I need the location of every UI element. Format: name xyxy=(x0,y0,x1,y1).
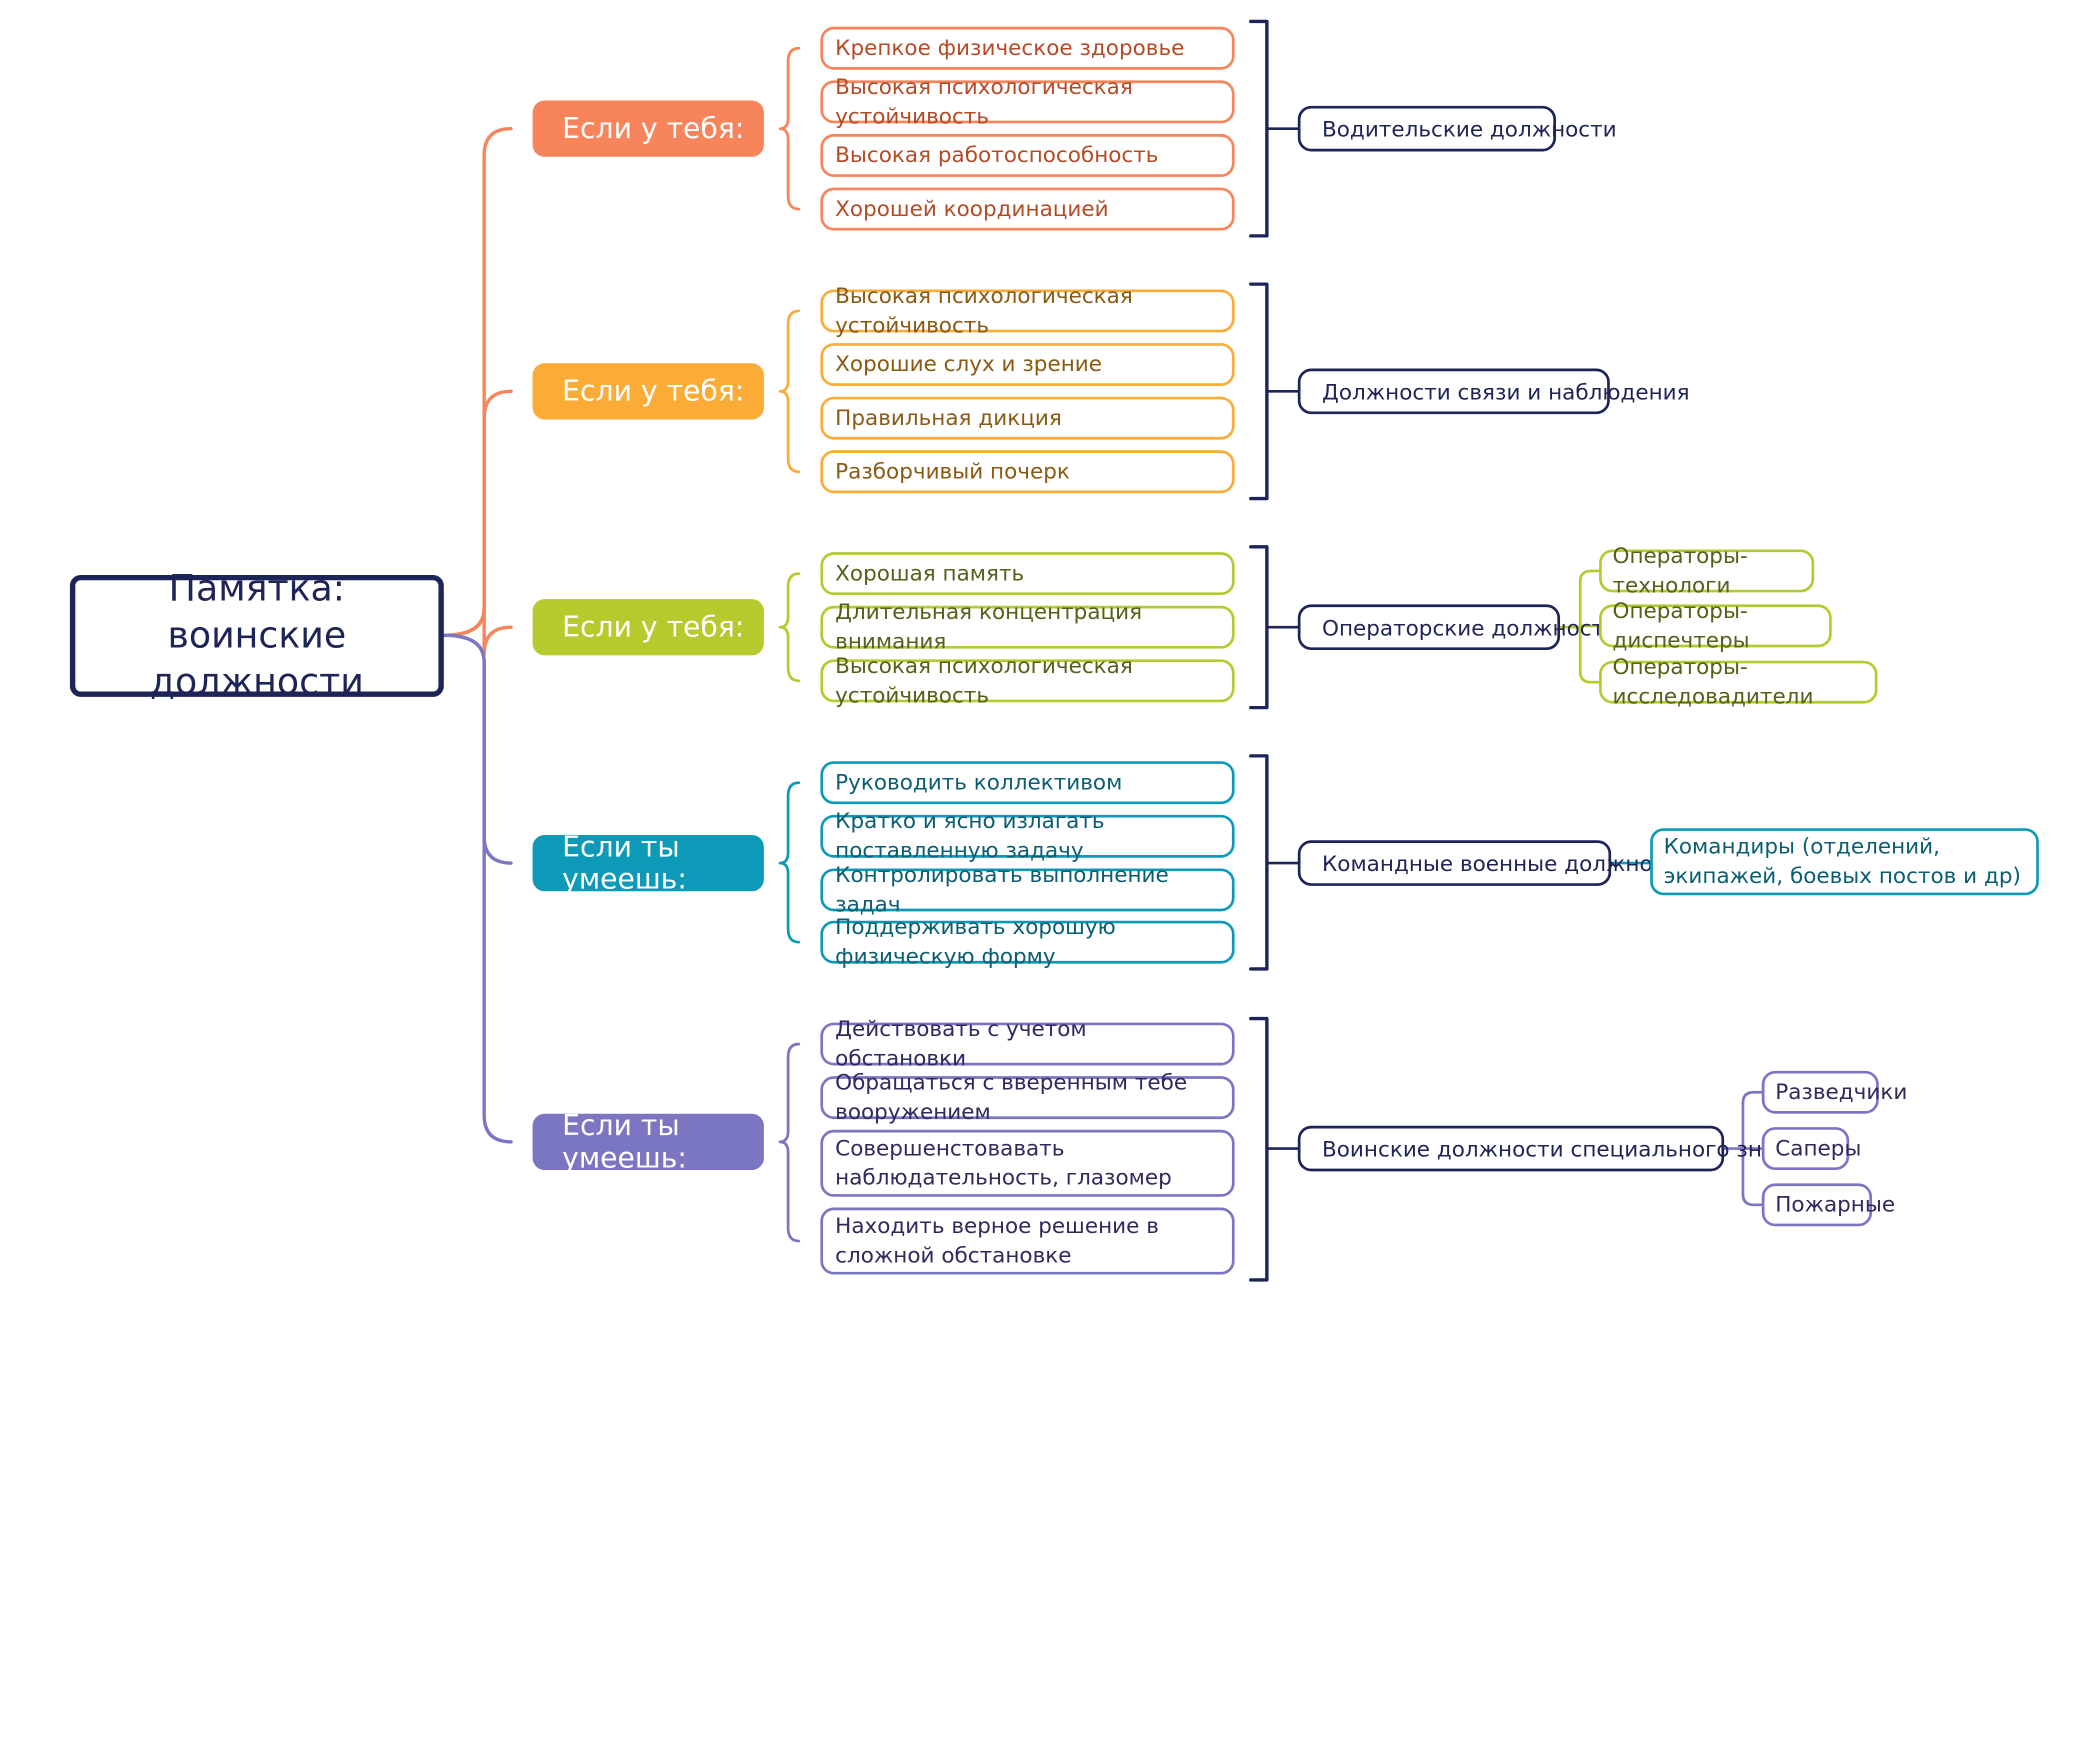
branch-1-category[interactable]: Если у тебя: xyxy=(532,100,764,157)
branch-3-position-label: Операторские должности xyxy=(1322,614,1619,640)
branch-1-item[interactable]: Высокая работоспособность xyxy=(820,134,1235,177)
connector-lines xyxy=(442,19,1764,1282)
branch-5-position-label: Воинские должности специального значения xyxy=(1322,1135,1843,1162)
branch-2-item-label: Разборчивый почерк xyxy=(835,458,1070,485)
branch-4-item-label: Контролировать выполнение задач xyxy=(835,862,1169,917)
branch-1-position-label: Водительские должности xyxy=(1322,115,1617,142)
branch-1-category-label: Если у тебя: xyxy=(562,112,745,145)
branch-2-item[interactable]: Разборчивый почерк xyxy=(820,450,1235,494)
branch-2-item[interactable]: Высокая психологическая устойчивость xyxy=(820,283,1235,338)
branch-4-subposition-label: Командиры (отделений, экипажей, боевых п… xyxy=(1663,833,2021,889)
branch-3-subposition[interactable]: Операторы-диспечтеры xyxy=(1599,597,1832,653)
branch-1-item-label: Высокая работоспособность xyxy=(835,142,1159,168)
branch-3-item-label: Хорошая память xyxy=(835,560,1025,586)
branch-3-item-label: Высокая психологическая устойчивость xyxy=(835,653,1133,708)
branch-5-category[interactable]: Если ты умеешь: xyxy=(532,1110,764,1174)
branch-3-item[interactable]: Длительная концентрация внимания xyxy=(820,600,1235,654)
branch-3-item-label: Длительная концентрация внимания xyxy=(835,599,1143,655)
branch-5-item[interactable]: Действовать с учетом обстановки xyxy=(820,1016,1235,1071)
branch-5-item-label: Находить верное решение в сложной обстан… xyxy=(835,1213,1159,1268)
branch-2-position-label: Должности связи и наблюдения xyxy=(1322,378,1690,405)
branch-1-position[interactable]: Водительские должности xyxy=(1297,105,1617,152)
branch-1-item[interactable]: Высокая психологическая устойчивость xyxy=(820,74,1235,129)
branch-5-subposition-label: Пожарные xyxy=(1775,1191,1896,1217)
branch-4-category-label: Если ты умеешь: xyxy=(562,830,687,896)
branch-4-item[interactable]: Кратко и ясно излагать поставленную зада… xyxy=(820,809,1235,863)
branch-5-position[interactable]: Воинские должности специального значения xyxy=(1297,1125,1842,1172)
branch-3-subposition-label: Операторы-технологи xyxy=(1612,542,1748,598)
root-node[interactable]: Памятка: воинские должности xyxy=(69,568,444,704)
branch-4-position[interactable]: Командные военные должности xyxy=(1297,840,1691,886)
branch-4-category[interactable]: Если ты умеешь: xyxy=(532,831,764,895)
branch-5-item[interactable]: Совершенстовавать наблюдательность, глаз… xyxy=(820,1129,1235,1197)
branch-4-item-label: Кратко и ясно излагать поставленную зада… xyxy=(835,808,1105,864)
branch-2-item-label: Высокая психологическая устойчивость xyxy=(835,283,1133,338)
branch-5-item[interactable]: Обращаться с вверенным тебе вооружением xyxy=(820,1070,1235,1124)
branch-4-item[interactable]: Руководить коллективом xyxy=(820,761,1235,805)
branch-4-item[interactable]: Контролировать выполнение задач xyxy=(820,862,1235,917)
branch-5-item-label: Обращаться с вверенным тебе вооружением xyxy=(835,1070,1188,1125)
branch-4-item-label: Руководить коллективом xyxy=(835,769,1123,796)
branch-3-category-label: Если у тебя: xyxy=(562,611,745,644)
branch-5-subposition-label: Разведчики xyxy=(1775,1078,1908,1105)
root-title: Памятка: воинские должности xyxy=(149,568,364,704)
branch-1-item-label: Крепкое физическое здоровье xyxy=(835,35,1185,61)
branch-4-item[interactable]: Поддерживать хорошую физическую форму xyxy=(820,915,1235,969)
branch-3-item[interactable]: Хорошая память xyxy=(820,552,1235,596)
branch-1-item[interactable]: Хорошей координацией xyxy=(820,187,1235,231)
branch-3-position[interactable]: Операторские должности xyxy=(1297,604,1618,650)
branch-5-subposition[interactable]: Разведчики xyxy=(1761,1070,1907,1114)
branch-3-subposition[interactable]: Операторы-технологи xyxy=(1599,542,1815,598)
branch-2-item-label: Правильная дикция xyxy=(835,405,1062,431)
branch-5-subposition-label: Саперы xyxy=(1775,1134,1862,1161)
branch-3-category[interactable]: Если у тебя: xyxy=(532,599,764,656)
branch-2-category-label: Если у тебя: xyxy=(562,375,745,408)
branch-5-subposition[interactable]: Пожарные xyxy=(1761,1183,1895,1227)
branch-5-subposition[interactable]: Саперы xyxy=(1761,1127,1861,1170)
branch-2-item[interactable]: Правильная дикция xyxy=(820,396,1235,440)
branch-4-subposition[interactable]: Командиры (отделений, экипажей, боевых п… xyxy=(1650,828,2039,896)
branch-2-item-label: Хорошие слух и зрение xyxy=(835,351,1102,377)
branch-3-subposition-label: Операторы-исследовадители xyxy=(1612,653,1814,709)
branch-5-category-label: Если ты умеешь: xyxy=(562,1109,687,1175)
branch-2-position[interactable]: Должности связи и наблюдения xyxy=(1297,368,1690,415)
branch-2-item[interactable]: Хорошие слух и зрение xyxy=(820,343,1235,386)
branch-3-subposition[interactable]: Операторы-исследовадители xyxy=(1599,653,1878,709)
branch-1-item[interactable]: Крепкое физическое здоровье xyxy=(820,26,1235,70)
branch-2-category[interactable]: Если у тебя: xyxy=(532,363,764,420)
branch-4-item-label: Поддерживать хорошую физическую форму xyxy=(835,914,1116,969)
branch-1-item-label: Хорошей координацией xyxy=(835,195,1109,222)
branch-5-item[interactable]: Находить верное решение в сложной обстан… xyxy=(820,1207,1235,1275)
branch-3-subposition-label: Операторы-диспечтеры xyxy=(1612,597,1750,653)
branch-3-item[interactable]: Высокая психологическая устойчивость xyxy=(820,653,1235,708)
branch-4-position-label: Командные военные должности xyxy=(1322,850,1692,876)
branch-1-item-label: Высокая психологическая устойчивость xyxy=(835,74,1133,129)
branch-5-item-label: Действовать с учетом обстановки xyxy=(835,1016,1087,1071)
branch-5-item-label: Совершенстовавать наблюдательность, глаз… xyxy=(835,1135,1172,1191)
